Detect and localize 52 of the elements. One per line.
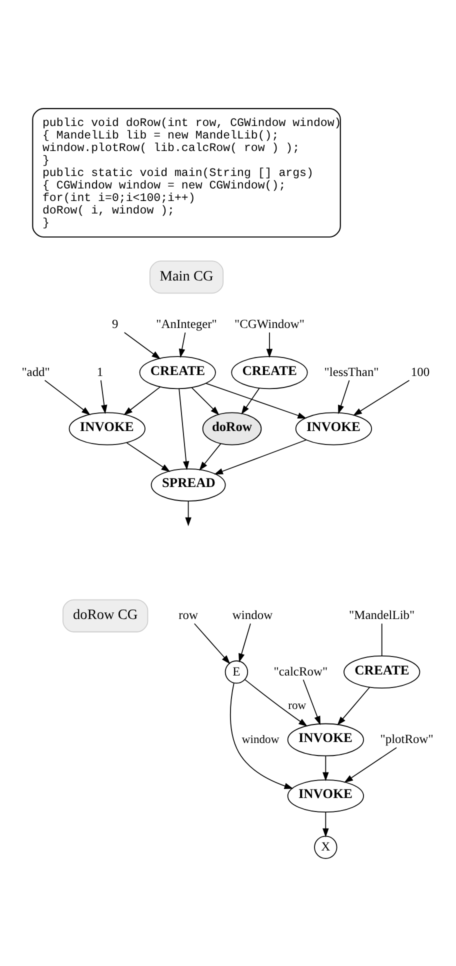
node-text: "plotRow" <box>380 732 434 746</box>
edge-label: window <box>242 732 280 746</box>
arrow <box>238 622 251 662</box>
arrow <box>337 686 370 725</box>
arrow <box>344 746 397 782</box>
node-ellipse: CREATE <box>231 356 308 389</box>
node-text: 1 <box>96 364 104 378</box>
node-box: Main CG <box>150 260 224 294</box>
node-ellipse: CREATE <box>139 356 216 389</box>
node-text: "AnInteger" <box>156 316 217 331</box>
node-text: window <box>232 608 273 622</box>
node-text: 9 <box>112 316 118 331</box>
node-text: "CGWindow" <box>234 316 304 331</box>
arrow <box>353 379 410 416</box>
node-text: "MandelLib" <box>349 608 415 622</box>
arrow <box>124 332 161 359</box>
arrow <box>194 622 230 664</box>
arrow <box>126 442 170 472</box>
arrow <box>44 379 91 415</box>
node-text: row <box>178 608 198 622</box>
node-text: "add" <box>22 364 50 378</box>
arrow <box>178 332 186 358</box>
arrow <box>205 382 307 418</box>
node-ellipse: doRow <box>202 412 262 445</box>
arrow <box>230 682 294 788</box>
node-ellipse: INVOKE <box>68 412 146 445</box>
arrow <box>199 442 222 470</box>
node-ellipse: INVOKE <box>287 779 364 812</box>
arrow <box>338 379 350 414</box>
arrow <box>100 379 108 414</box>
arrow <box>322 811 329 837</box>
node-ellipse: CREATE <box>344 655 420 688</box>
node-circle: E <box>224 660 248 684</box>
arrow <box>178 388 190 470</box>
arrow <box>191 386 220 415</box>
node-box: doRow CG <box>62 598 148 632</box>
arrow <box>244 678 308 726</box>
arrow <box>124 386 161 415</box>
node-ellipse: INVOKE <box>287 722 364 756</box>
arrow <box>185 500 192 526</box>
arrow <box>322 755 329 781</box>
arrow <box>266 332 273 358</box>
node-text: "lessThan" <box>324 364 379 378</box>
node-text: "calcRow" <box>274 664 328 678</box>
node-text: 100 <box>410 364 430 378</box>
node-box: public void doRow(int row, CGWindow window) { MandelLib lib = new MandelLib(); window.plotRow( lib.calcRow( row ) ); } public static void main(String [] args) { CGWindow window = new CGWindow(); for(int i=0;i<100;i++) doRow( i, window ); } <box>32 108 341 238</box>
edge-label: row <box>288 698 306 712</box>
arrow <box>241 387 260 414</box>
node-circle: X <box>314 835 338 858</box>
arrow <box>302 678 320 725</box>
connector <box>381 622 382 656</box>
arrow <box>214 438 307 474</box>
